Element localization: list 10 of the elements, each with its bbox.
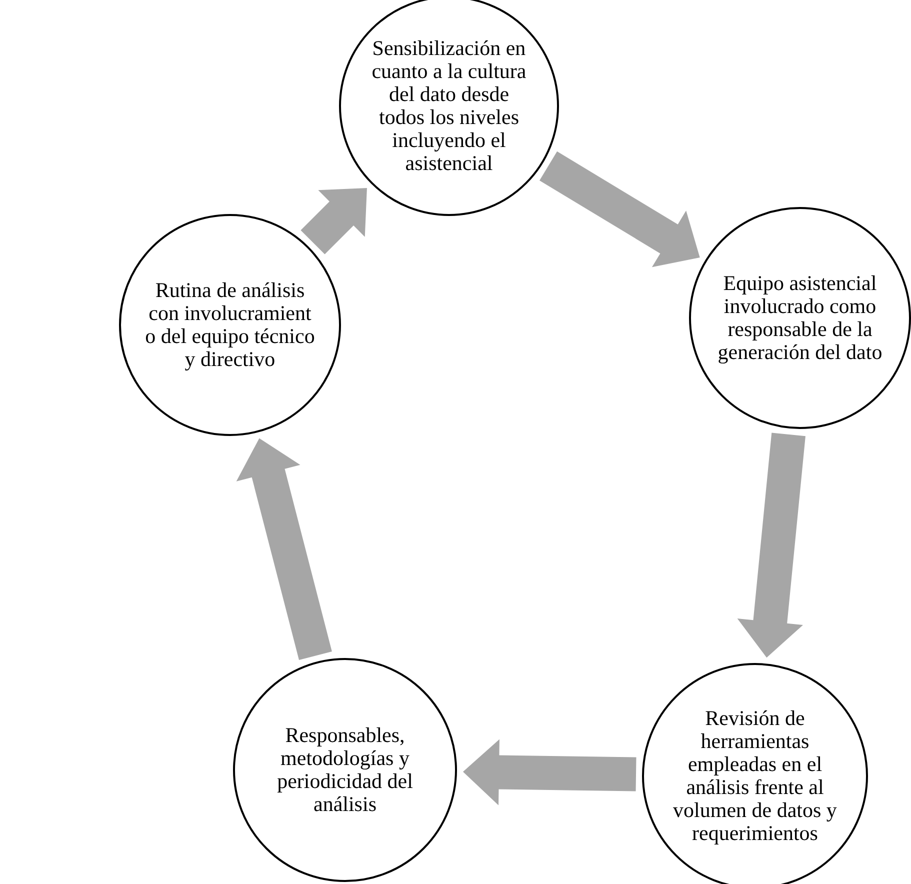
step-text: Responsables, metodologías y periodicidad del análisis <box>276 724 414 816</box>
step-text: Revisión de herramientas empleadas en el análisis frente al volumen de datos y requerimientos <box>672 707 838 845</box>
block-arrow <box>300 188 367 254</box>
step-text: Equipo asistencial involucrado como responsable de la generación del dato <box>716 272 884 364</box>
block-arrow <box>737 432 806 658</box>
step-text: Rutina de análisis con involucramient o del equipo técnico y directivo <box>145 279 315 371</box>
block-arrow <box>236 438 332 660</box>
step-text: Sensibilización en cuanto a la cultura del dato desde todos los niveles incluyendo el asistencial <box>370 37 528 175</box>
block-arrow <box>540 151 700 268</box>
block-arrow <box>462 739 636 806</box>
